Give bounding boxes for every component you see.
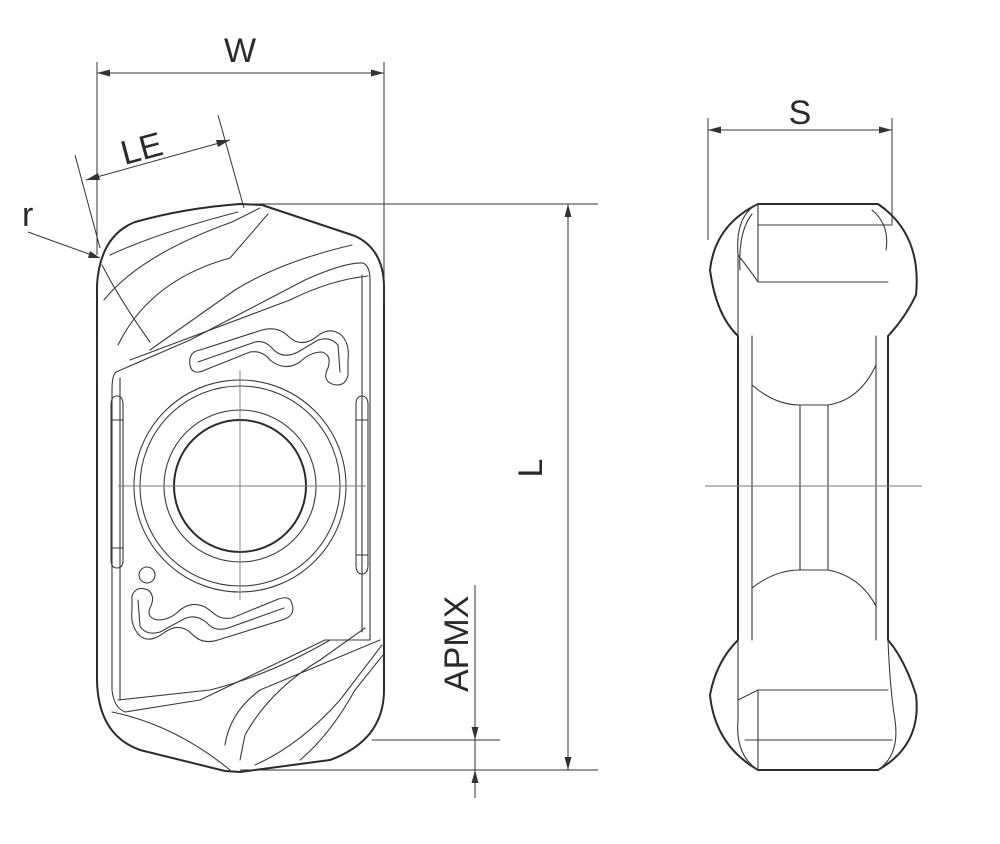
label-apmx: APMX — [438, 596, 476, 692]
upper-cutting-edge-facet — [103, 207, 369, 361]
label-l: L — [512, 459, 550, 478]
right-slot — [355, 395, 369, 575]
dimension-w: W — [96, 32, 385, 300]
dimension-le: LE — [74, 114, 245, 249]
dimension-s: S — [707, 94, 893, 240]
label-s: S — [789, 94, 812, 132]
upper-chip-groove — [189, 328, 349, 386]
dimension-apmx: APMX — [372, 585, 500, 798]
insert-side-view — [705, 203, 922, 771]
left-slot — [110, 395, 124, 569]
label-w: W — [224, 32, 256, 70]
insert-front-view — [96, 203, 386, 773]
dimension-l: L — [240, 203, 598, 771]
label-r: r — [22, 196, 33, 234]
small-hole — [138, 566, 156, 584]
side-view-outline — [709, 203, 918, 771]
label-le: LE — [117, 125, 167, 172]
dimension-r: r — [22, 196, 101, 259]
lower-cutting-edge-facet — [111, 627, 383, 771]
lower-chip-groove — [131, 587, 294, 643]
